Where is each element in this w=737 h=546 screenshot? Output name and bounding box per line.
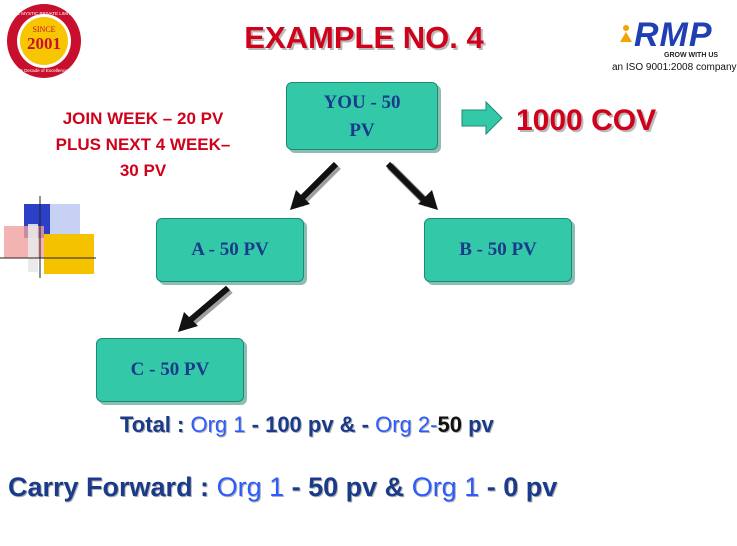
person-icon xyxy=(620,25,632,42)
node-you: YOU - 50 PV xyxy=(286,82,438,150)
total-value: 50 xyxy=(437,412,462,437)
total-part1: - 100 pv & - xyxy=(251,412,370,437)
carry-part1: - 50 pv & xyxy=(291,472,405,502)
total-org2: Org 2 xyxy=(375,412,431,437)
page-title: EXAMPLE NO. 4 xyxy=(244,20,484,55)
company-badge-logo: SINCE 2001 THE MYSTIC PRIVATE LIMITED 5 … xyxy=(7,4,81,78)
total-unit: pv xyxy=(468,412,494,437)
total-label: Total : xyxy=(120,412,185,437)
rmp-brand-text: RMP xyxy=(634,16,713,54)
svg-text:THE MYSTIC PRIVATE LIMITED: THE MYSTIC PRIVATE LIMITED xyxy=(11,11,78,16)
join-line-2: PLUS NEXT 4 WEEK– xyxy=(55,135,231,154)
cov-value: 1000 COV xyxy=(516,104,657,137)
arrow-a-to-c xyxy=(178,285,233,332)
carry-org1b: Org 1 xyxy=(411,472,480,502)
join-week-text: JOIN WEEK – 20 PV PLUS NEXT 4 WEEK– 30 P… xyxy=(12,106,274,184)
arrow-to-cov xyxy=(461,100,503,136)
rmp-tagline: GROW WITH US xyxy=(664,52,719,59)
join-line-3: 30 PV xyxy=(119,161,167,180)
rmp-iso-text: an ISO 9001:2008 company xyxy=(612,62,737,73)
carry-org1: Org 1 xyxy=(216,472,285,502)
arrow-you-to-a xyxy=(290,161,341,210)
arrow-you-to-b xyxy=(385,161,438,210)
node-b: B - 50 PV xyxy=(424,218,572,282)
node-a: A - 50 PV xyxy=(156,218,304,282)
svg-text:2001: 2001 xyxy=(27,34,61,53)
decorative-squares xyxy=(0,196,96,278)
node-you-line-2: PV xyxy=(349,120,375,141)
svg-text:SINCE: SINCE xyxy=(32,25,55,34)
node-you-line-1: YOU - 50 xyxy=(323,92,401,113)
total-dash: - xyxy=(430,412,438,437)
join-line-1: JOIN WEEK – 20 PV xyxy=(62,109,224,128)
total-org1: Org 1 xyxy=(190,412,246,437)
carry-forward-line: Carry Forward : Org 1 - 50 pv & Org 1 - … xyxy=(8,472,557,503)
carry-label: Carry Forward : xyxy=(8,472,210,502)
node-c: C - 50 PV xyxy=(96,338,244,402)
svg-text:5 Decade of Excellence: 5 Decade of Excellence xyxy=(20,68,68,73)
carry-part2: - 0 pv xyxy=(486,472,558,502)
total-line: Total : Org 1 - 100 pv & - Org 2-50 pv xyxy=(120,412,494,438)
rmp-logo: RMP GROW WITH US an ISO 9001:2008 compan… xyxy=(612,14,737,74)
